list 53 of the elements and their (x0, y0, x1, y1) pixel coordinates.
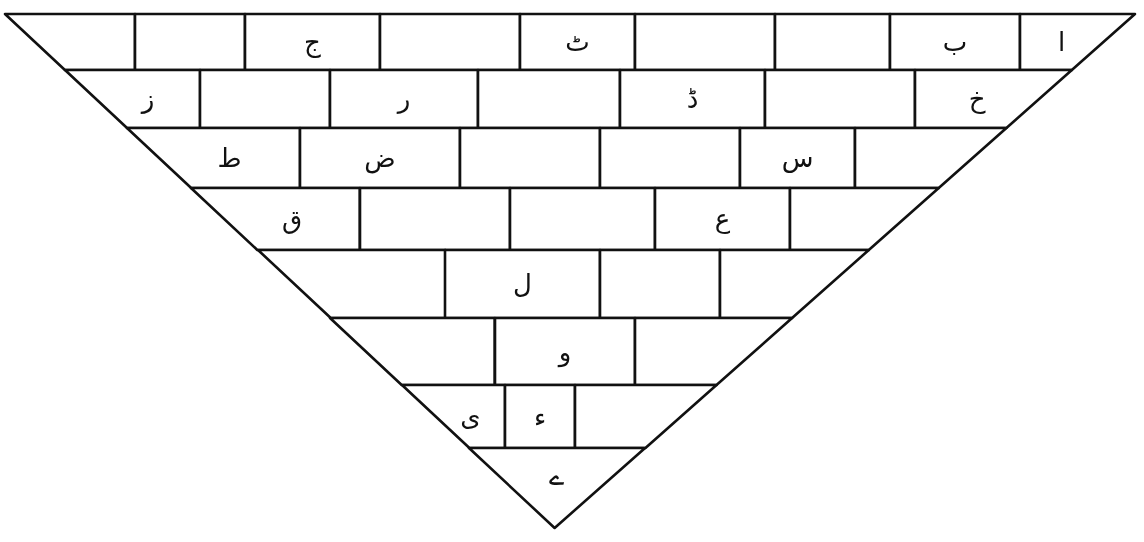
letter-label: ا (1058, 29, 1066, 55)
letter-label: خ (968, 86, 986, 112)
brick (135, 14, 245, 70)
brick (5, 14, 135, 70)
brick (445, 250, 600, 318)
letter-label: ل (513, 271, 532, 297)
letter-label: ٹ (565, 29, 590, 55)
letter-label: ے (549, 463, 565, 489)
brick (330, 318, 495, 385)
brick (520, 14, 635, 70)
brick (915, 70, 1072, 128)
letter-label: ق (282, 206, 303, 232)
brick (495, 318, 635, 385)
brick (469, 448, 646, 528)
brick (740, 128, 855, 188)
brick (460, 128, 600, 188)
letter-label: ز (141, 86, 155, 112)
brick (1020, 14, 1135, 70)
brick (380, 14, 520, 70)
brick (478, 70, 620, 128)
brick (330, 70, 478, 128)
brick (635, 318, 793, 385)
letter-label: س (781, 145, 814, 171)
brick (575, 385, 717, 448)
letter-label: ء (533, 403, 547, 430)
brick (635, 14, 775, 70)
brick (126, 128, 300, 188)
brick (245, 14, 380, 70)
letter-label: ر (397, 86, 411, 112)
brick (620, 70, 765, 128)
letter-label: ڈ (686, 86, 699, 112)
brick (300, 128, 460, 188)
brick (775, 14, 890, 70)
brick (600, 250, 720, 318)
brick (64, 70, 200, 128)
brick (401, 385, 505, 448)
brick (765, 70, 915, 128)
brick (720, 250, 869, 318)
brick (191, 188, 360, 250)
brick (600, 128, 740, 188)
letter-label: ی (460, 403, 481, 430)
letter-label: ع (714, 206, 731, 232)
brick (360, 188, 510, 250)
letter-label: ط (217, 145, 242, 171)
brick (257, 250, 445, 318)
brick (505, 385, 575, 448)
brick (890, 14, 1020, 70)
brick (655, 188, 790, 250)
letter-label: ب (942, 29, 968, 55)
brick (855, 128, 1007, 188)
brick (200, 70, 330, 128)
brick (510, 188, 655, 250)
brick (790, 188, 939, 250)
